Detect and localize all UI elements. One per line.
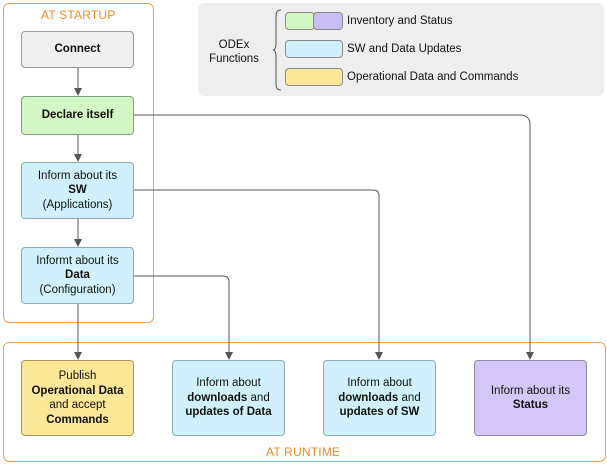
legend-title-line2: Functions: [209, 53, 259, 65]
node-downloads-sw-line1: Inform about: [347, 377, 412, 390]
legend-label-inventory: Inventory and Status: [347, 15, 453, 27]
node-downloads-data: Inform about downloads and updates of Da…: [172, 360, 285, 436]
node-publish-line1: Publish: [58, 370, 97, 382]
node-connect-text: Connect: [54, 43, 101, 56]
node-inform-sw-line2: SW: [68, 184, 87, 197]
legend-swatch-updates: [285, 40, 343, 58]
node-downloads-sw-line2b: and: [398, 391, 421, 404]
arrow-inform-sw-to-downloads-sw: [134, 189, 383, 360]
legend-swatch-operational: [285, 68, 343, 86]
node-connect: Connect: [21, 31, 134, 68]
startup-group-label: AT STARTUP: [41, 8, 116, 22]
node-inform-data-line3: (Configuration): [39, 283, 116, 296]
node-inform-data: Informt about its Data (Configuration): [21, 247, 134, 304]
node-downloads-sw-line2a: downloads: [338, 391, 399, 404]
node-downloads-data-line2a: downloads: [187, 391, 248, 404]
legend-label-updates: SW and Data Updates: [347, 43, 462, 55]
legend-title-line1: ODEx: [218, 39, 250, 51]
node-status-line1: Inform about its: [490, 384, 571, 397]
node-downloads-sw: Inform about downloads and updates of SW: [323, 360, 436, 436]
node-publish-line4: Commands: [46, 413, 109, 426]
node-downloads-data-line3: updates of Data: [185, 406, 272, 419]
node-inform-data-line1: Informt about its: [36, 254, 119, 267]
node-downloads-data-line1: Inform about: [196, 377, 261, 390]
legend-swatch-status-purple: [313, 12, 343, 30]
node-inform-sw: Inform about its SW (Applications): [21, 162, 134, 219]
node-inform-status: Inform about its Status: [474, 360, 587, 436]
node-publish-operational-data: Publish Operational Data and accept Comm…: [21, 360, 134, 436]
node-publish-line3: and accept: [49, 399, 106, 411]
legend-title: ODEx Functions: [206, 38, 262, 66]
runtime-group-label: AT RUNTIME: [266, 445, 341, 459]
node-inform-sw-line3: (Applications): [42, 198, 113, 211]
node-publish-line2: Operational Data: [31, 384, 124, 397]
arrow-declare-to-status: [134, 114, 534, 360]
legend-swatch-inventory-green: [285, 12, 315, 30]
node-inform-sw-line1: Inform about its: [37, 169, 118, 182]
node-inform-data-line2: Data: [65, 269, 90, 282]
node-declare-itself: Declare itself: [21, 96, 134, 135]
node-declare-text: Declare itself: [41, 109, 114, 122]
legend-label-operational: Operational Data and Commands: [347, 71, 519, 83]
node-downloads-sw-line3: updates of SW: [339, 406, 420, 419]
legend-brace-icon: [272, 9, 282, 91]
node-downloads-data-line2b: and: [247, 391, 270, 404]
legend-panel: [198, 3, 604, 96]
node-status-line2: Status: [512, 399, 549, 411]
